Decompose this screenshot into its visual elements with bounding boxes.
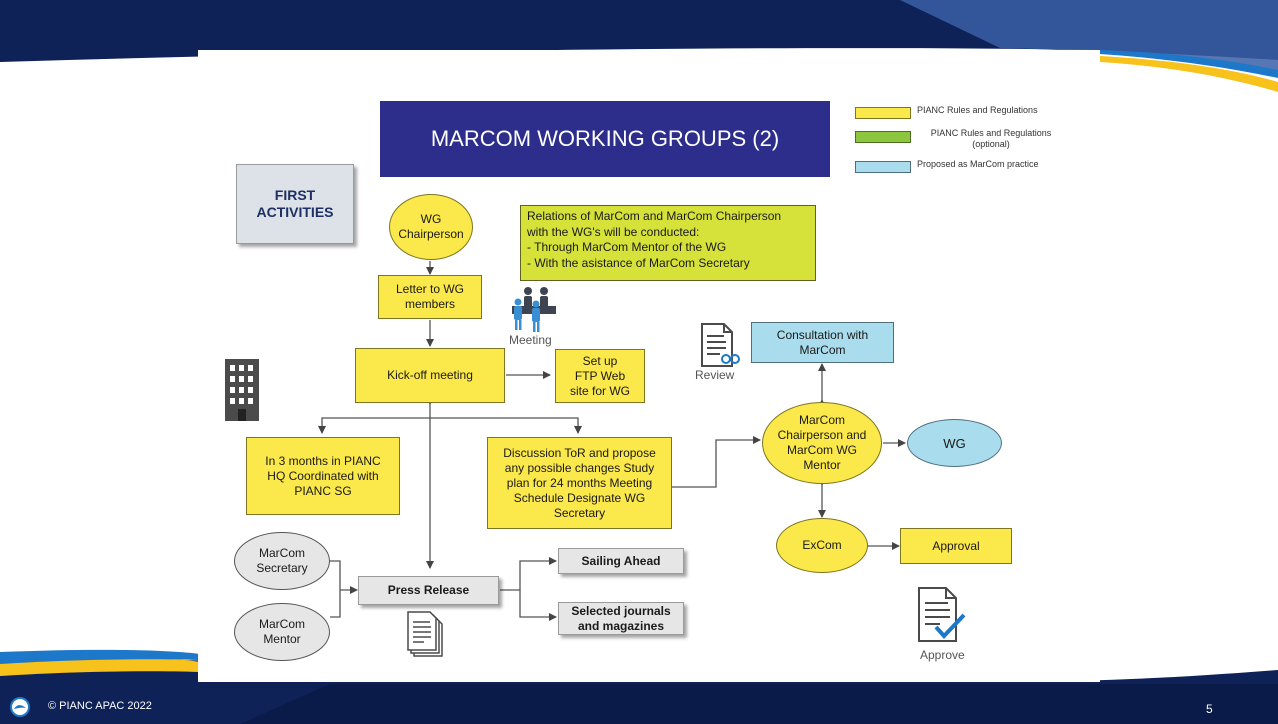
- legend-label-optional: PIANC Rules and Regulations (optional): [930, 128, 1052, 149]
- review-label: Review: [695, 368, 735, 382]
- press-release-node: Press Release: [358, 576, 499, 605]
- secretary-node: MarCom Secretary: [234, 532, 330, 590]
- legend-label-proposed: Proposed as MarCom practice: [917, 159, 1039, 169]
- journals-node: Selected journals and magazines: [558, 602, 684, 635]
- footer-copyright: © PIANC APAC 2022: [48, 700, 152, 712]
- kickoff-node: Kick-off meeting: [355, 348, 505, 403]
- approve-label: Approve: [920, 648, 965, 662]
- meeting-icon: [512, 287, 556, 332]
- header-band: [0, 0, 1278, 92]
- legend-label-rules: PIANC Rules and Regulations: [917, 105, 1038, 115]
- approve-icon: [918, 587, 966, 642]
- meeting-label: Meeting: [509, 333, 552, 347]
- note-line: with the WG's will be conducted:: [527, 224, 700, 239]
- hq-node: In 3 months in PIANC HQ Coordinated with…: [246, 437, 400, 515]
- letter-node: Letter to WG members: [378, 275, 482, 319]
- legend-swatch-green: [855, 131, 911, 143]
- building-icon: [225, 359, 259, 421]
- wg-chairperson-node: WG Chairperson: [389, 194, 473, 260]
- legend: PIANC Rules and Regulations PIANC Rules …: [855, 105, 1095, 185]
- note-line: Relations of MarCom and MarCom Chairpers…: [527, 209, 782, 223]
- legend-swatch-yellow: [855, 107, 911, 119]
- pianc-logo-icon: [10, 697, 30, 717]
- first-activities-box: FIRST ACTIVITIES: [236, 164, 354, 244]
- review-icon: [701, 323, 740, 367]
- wg-node: WG: [907, 419, 1002, 467]
- chair-mentor-node: MarCom Chairperson and MarCom WG Mentor: [762, 402, 882, 484]
- sailing-ahead-node: Sailing Ahead: [558, 548, 684, 574]
- discussion-node: Discussion ToR and propose any possible …: [487, 437, 672, 529]
- page-title: MARCOM WORKING GROUPS (2): [380, 101, 830, 177]
- note-line: - Through MarCom Mentor of the WG: [527, 240, 727, 254]
- approval-node: Approval: [900, 528, 1012, 564]
- mentor-node: MarCom Mentor: [234, 603, 330, 661]
- documents-icon: [407, 611, 443, 657]
- excom-node: ExCom: [776, 518, 868, 573]
- note-line: - With the asistance of MarCom Secretary: [527, 255, 750, 270]
- ftp-node: Set up FTP Web site for WG: [555, 349, 645, 403]
- relations-note: Relations of MarCom and MarCom Chairpers…: [520, 205, 816, 281]
- consultation-node: Consultation with MarCom: [751, 322, 894, 363]
- page-number: 5: [1206, 702, 1213, 716]
- legend-swatch-blue: [855, 161, 911, 173]
